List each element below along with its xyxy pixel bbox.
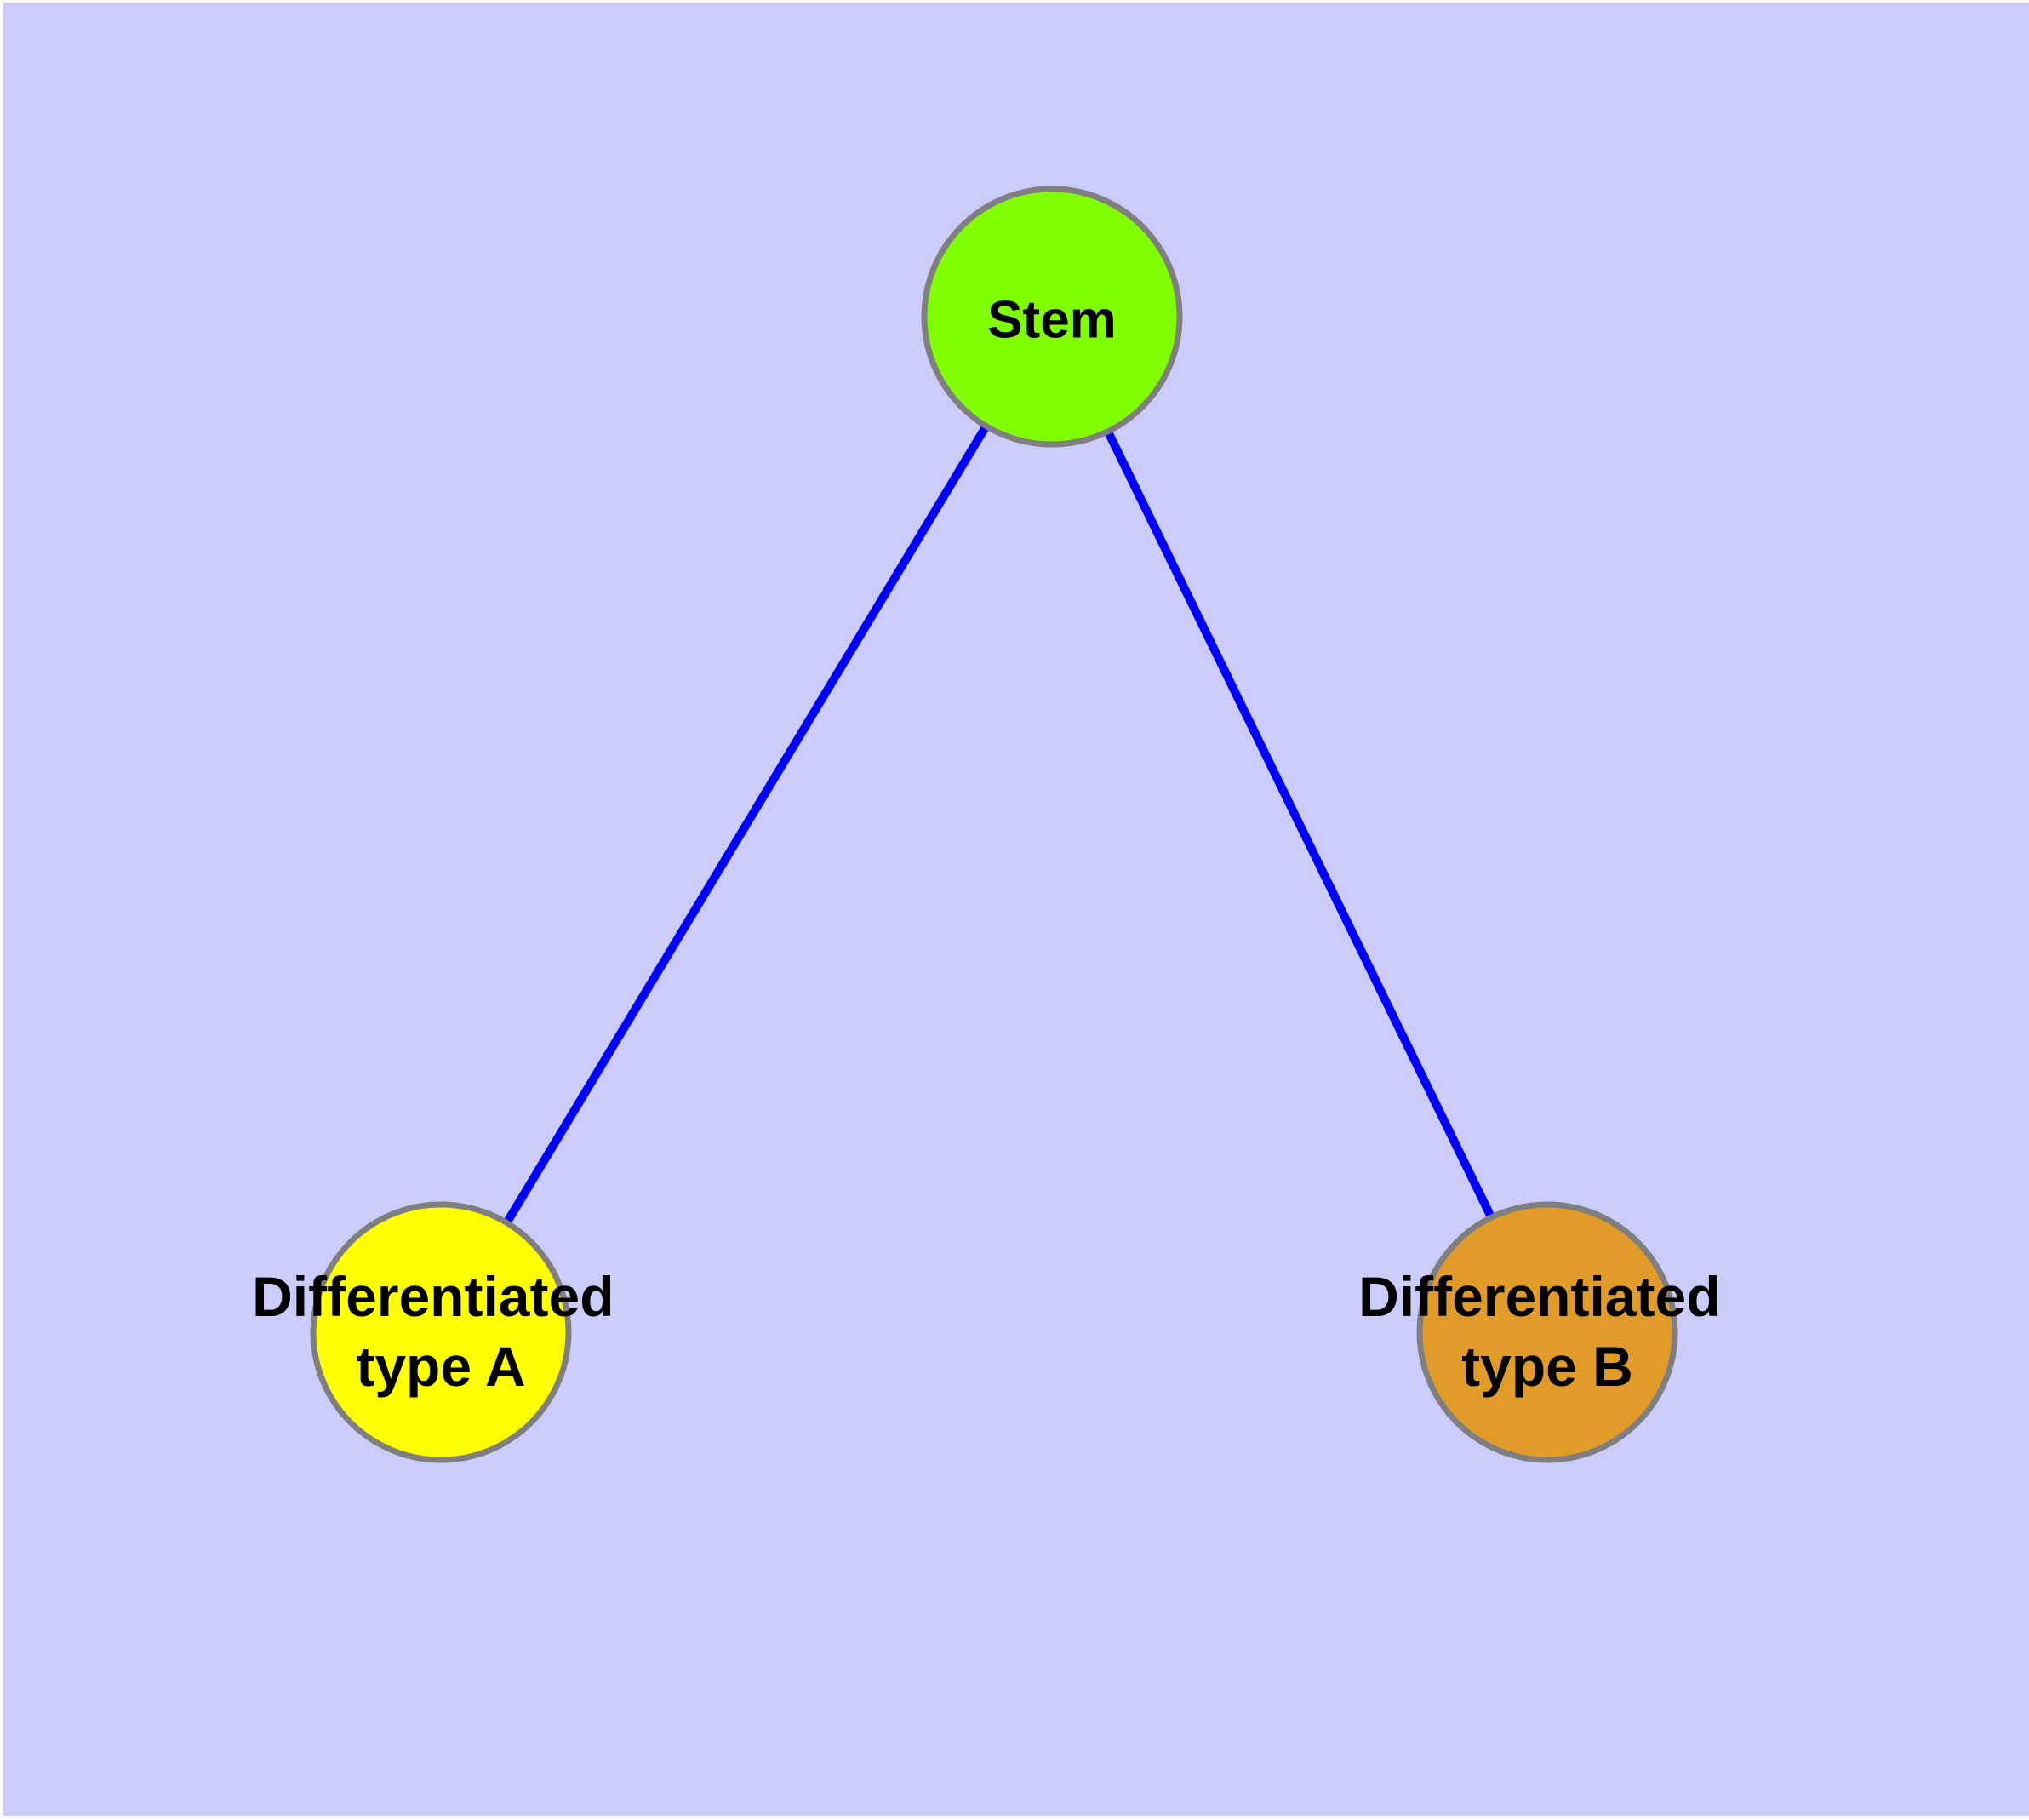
edge-group [503, 423, 1495, 1226]
node-label-line-1: Differentiated [1358, 1265, 1720, 1328]
node-label-differentiated-type-a: Differentiated type A [252, 1265, 630, 1398]
node-group: Stem Differentiated type A Differentiate… [252, 186, 1736, 1463]
node-differentiated-type-b[interactable]: Differentiated type B [1358, 1201, 1736, 1463]
graph-plot-area: Stem Differentiated type A Differentiate… [3, 3, 2029, 1816]
node-label-line-2: type B [1461, 1335, 1633, 1398]
node-circle-stem[interactable] [921, 186, 1183, 448]
edge-stem-to-differentiated-type-a[interactable] [503, 423, 990, 1226]
node-label-stem: Stem [987, 290, 1117, 349]
node-circle-differentiated-type-b[interactable] [1416, 1201, 1678, 1463]
node-label-differentiated-type-b: Differentiated type B [1358, 1265, 1736, 1398]
node-circle-differentiated-type-a[interactable] [310, 1201, 572, 1463]
edge-stem-to-differentiated-type-b[interactable] [1104, 429, 1495, 1220]
node-stem[interactable]: Stem [921, 186, 1183, 448]
node-label-line-1: Differentiated [252, 1265, 614, 1328]
node-label-line-2: type A [356, 1335, 525, 1398]
graph-svg: Stem Differentiated type A Differentiate… [252, 186, 1736, 1463]
node-differentiated-type-a[interactable]: Differentiated type A [252, 1201, 630, 1463]
